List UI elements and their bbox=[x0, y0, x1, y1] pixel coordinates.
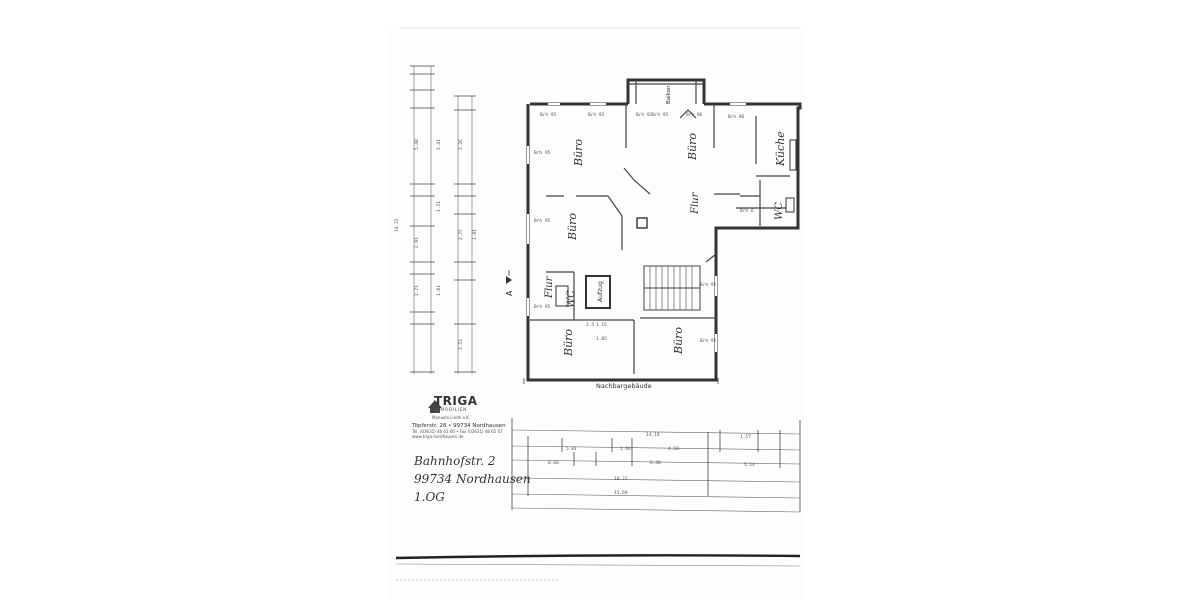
svg-text:Brh 95: Brh 95 bbox=[534, 304, 551, 310]
svg-text:1.15: 1.15 bbox=[596, 322, 607, 328]
room-label-buero-4: Büro bbox=[562, 329, 575, 357]
bottom-dim-2: 5.81 bbox=[566, 446, 577, 452]
bottom-dim-4: 4.58 bbox=[668, 446, 679, 452]
room-label-flur-1: Flur bbox=[690, 191, 701, 215]
room-label-buero-3: Büro bbox=[566, 213, 579, 241]
wc-fixtures bbox=[555, 139, 797, 307]
bottom-dim-10: 15.69 bbox=[614, 490, 628, 496]
outer-walls bbox=[526, 78, 802, 382]
company-tagline: IMMOBILIEN bbox=[434, 408, 468, 413]
svg-text:Brh 95: Brh 95 bbox=[534, 218, 551, 224]
bottom-dim-5: 1.57 bbox=[740, 434, 751, 440]
room-label-buero-1: Büro bbox=[572, 139, 585, 167]
staircase bbox=[643, 265, 701, 311]
neighbor-label: Nachbargebäude bbox=[596, 382, 652, 390]
svg-text:Brh 96: Brh 96 bbox=[686, 112, 703, 118]
interior-walls bbox=[530, 104, 790, 374]
bottom-dim-6: 0.68 bbox=[548, 460, 559, 466]
bottom-dim-8: 10.23 bbox=[614, 476, 628, 482]
bottom-dim-1: 14.18 bbox=[646, 432, 660, 438]
room-label-buero-2: Büro bbox=[686, 133, 699, 161]
handwritten-street: Bahnhofstr. 2 bbox=[414, 454, 496, 468]
company-web: www.triga-nordhausen.de bbox=[412, 434, 464, 439]
section-marker-label: A bbox=[505, 290, 514, 296]
lift: Aufzug bbox=[585, 275, 611, 309]
left-dim-6: 2.91 bbox=[414, 237, 420, 248]
section-marker: A bbox=[505, 270, 514, 296]
section-arrow-icon bbox=[506, 276, 512, 284]
left-dim-4: 1.51 bbox=[436, 201, 442, 212]
left-dim-5: 2.75 bbox=[458, 229, 464, 240]
room-label-flur-2: Flur bbox=[544, 275, 555, 299]
bottom-dim-3: 1.94 bbox=[620, 446, 631, 452]
handwritten-floor: 1.OG bbox=[414, 490, 445, 504]
company-subline: Manuela Lindh e.K. bbox=[432, 415, 471, 420]
room-label-buero-5: Büro bbox=[672, 327, 685, 355]
column bbox=[636, 217, 648, 229]
company-name: TRIGA bbox=[434, 394, 478, 408]
svg-text:Brh 95: Brh 95 bbox=[700, 282, 717, 288]
window-marks bbox=[527, 103, 746, 352]
room-label-wc-1: WC bbox=[774, 202, 785, 220]
bottom-dim-9: 5.14 bbox=[744, 462, 755, 468]
svg-text:Brh 95: Brh 95 bbox=[700, 338, 717, 344]
bottom-dim-7: 6.48 bbox=[650, 460, 661, 466]
company-logo-block: TRIGA IMMOBILIEN Manuela Lindh e.K. Töpf… bbox=[412, 394, 512, 439]
left-dim-3: 3.26 bbox=[458, 139, 464, 150]
svg-text:2.5: 2.5 bbox=[586, 322, 594, 328]
left-dim-8: 2.71 bbox=[414, 285, 420, 296]
left-dim-total: 14.25 bbox=[394, 218, 400, 232]
left-dim-2: 5.41 bbox=[436, 139, 442, 150]
left-dim-1: 5.48 bbox=[414, 139, 420, 150]
svg-text:Brh 95: Brh 95 bbox=[540, 112, 557, 118]
room-label-wc-2: WC bbox=[566, 290, 577, 308]
bottom-dimension-chains: 14.18 5.81 1.94 4.58 1.57 0.68 6.48 10.2… bbox=[511, 418, 801, 513]
balcony-label: Balkon bbox=[666, 85, 672, 104]
svg-text:Brh 96: Brh 96 bbox=[728, 114, 745, 120]
room-labels: Büro Büro Küche Büro Flur WC Flur WC Bür… bbox=[544, 85, 787, 357]
svg-text:Brh 95: Brh 95 bbox=[652, 112, 669, 118]
svg-text:1.85: 1.85 bbox=[596, 336, 607, 342]
left-dim-10: 3.53 bbox=[458, 339, 464, 350]
handwritten-address: Bahnhofstr. 2 99734 Nordhausen 1.OG bbox=[414, 452, 531, 506]
floor-plan-sheet bbox=[388, 28, 804, 600]
room-label-kueche: Küche bbox=[774, 131, 787, 167]
handwritten-city: 99734 Nordhausen bbox=[414, 472, 531, 486]
lift-label: Aufzug bbox=[597, 281, 604, 302]
house-logo-icon bbox=[428, 400, 442, 413]
company-address: Töpferstr. 28 • 99734 Nordhausen bbox=[412, 423, 506, 429]
svg-text:Brh 92: Brh 92 bbox=[636, 112, 653, 118]
left-dimension-chains: 5.48 5.41 3.26 1.51 2.75 2.91 1.81 2.71 … bbox=[394, 65, 478, 374]
svg-text:Brh 6: Brh 6 bbox=[740, 208, 754, 214]
svg-text:Brh 95: Brh 95 bbox=[534, 150, 551, 156]
company-phone: Tel. (03631) 46 61 66 • Fax (03631) 46 6… bbox=[412, 429, 503, 434]
left-dim-9: 1.81 bbox=[436, 285, 442, 296]
left-dim-7: 1.81 bbox=[472, 229, 478, 240]
svg-text:Brh 92: Brh 92 bbox=[588, 112, 605, 118]
